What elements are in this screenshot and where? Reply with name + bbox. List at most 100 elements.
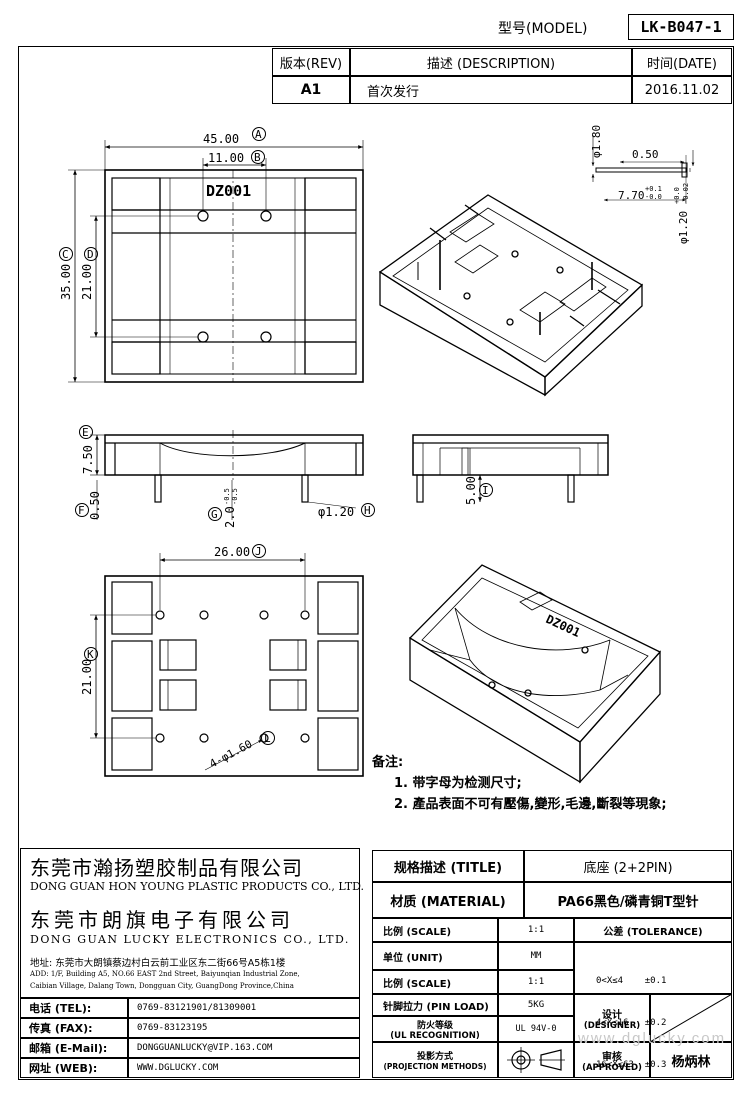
ul-cell: 防火等级 (UL RECOGNITION)	[372, 1016, 498, 1042]
scale2-value: 1:1	[498, 970, 574, 994]
ul-label: 防火等级	[416, 1020, 453, 1031]
dim-pin-770: 7.70	[618, 189, 645, 202]
side-view	[412, 434, 609, 503]
dim-21a: 21.00	[80, 264, 94, 300]
dim-pin-180: φ1.80	[590, 125, 603, 158]
ul-value: UL 94V-0	[498, 1016, 574, 1042]
company-address-en-2: Caibian Village, Dalang Town, Dongguan C…	[30, 982, 294, 990]
approved-label-en: (APPROVED)	[582, 1062, 642, 1073]
designer-strike	[650, 994, 732, 1043]
iso-view-bottom	[408, 564, 662, 784]
dim-500: 5.00	[464, 476, 478, 505]
email-value: DONGGUANLUCKY@VIP.163.COM	[128, 1038, 360, 1058]
dim-20-tol-top: -0.5	[223, 488, 231, 505]
company-name-1-en: DONG GUAN HON YOUNG PLASTIC PRODUCTS CO.…	[30, 880, 365, 893]
email-label: 邮箱 (E-Mail):	[20, 1038, 128, 1058]
approved-value: 杨炳林	[650, 1042, 732, 1078]
projection-label-en: (PROJECTION METHODS)	[383, 1062, 487, 1071]
projection-cell: 投影方式 (PROJECTION METHODS)	[372, 1042, 498, 1078]
tel-label: 电话 (TEL):	[20, 998, 128, 1018]
rev-label: 版本(REV)	[272, 48, 350, 76]
label-A	[252, 127, 266, 141]
drawing-frame	[18, 46, 734, 1080]
projection-symbol	[498, 1042, 574, 1078]
dim-160: 4-φ1.60	[207, 737, 254, 770]
material-label: 材质 (MATERIAL)	[372, 882, 524, 918]
company-address-en-1: ADD: 1/F, Building A5, NO.66 EAST 2nd St…	[30, 970, 300, 978]
label-C-text: C	[62, 248, 69, 261]
technical-drawing: DZ001 45.00 11.00 35.00 21.00 A B C D	[59, 125, 695, 784]
model-value-text: LK-B047-1	[640, 18, 722, 36]
watermark: www.dglucky.com	[578, 1030, 727, 1047]
projection-label: 投影方式	[416, 1052, 453, 1062]
material-value: PA66黑色/磷青铜T型针	[524, 882, 732, 918]
dim-20-tol-bot: -0.5	[231, 488, 239, 505]
dim-pin-770-tol-top: +0.1	[645, 185, 662, 193]
web-value: WWW.DGLUCKY.COM	[128, 1058, 360, 1078]
designer-value	[650, 994, 732, 1042]
dim-050: 0.50	[88, 491, 102, 520]
unit-label: 单位 (UNIT)	[372, 942, 498, 970]
dim-pin-120: φ1.20	[677, 211, 690, 244]
date-value: 2016.11.02	[632, 76, 732, 104]
tel-value: 0769-83121901/81309001	[128, 998, 360, 1018]
company-name-2-cn: 东莞市朗旗电子有限公司	[30, 908, 294, 932]
web-label: 网址 (WEB):	[20, 1058, 128, 1078]
pin-load-label: 针脚拉力 (PIN LOAD)	[372, 994, 498, 1016]
company-address-cn: 地址: 东莞市大朗镇蔡边村白云前工业区东二街66号A5栋1楼	[30, 958, 286, 969]
fax-value: 0769-83123195	[128, 1018, 360, 1038]
dim-11: 11.00	[208, 151, 244, 165]
label-B-text: B	[254, 151, 261, 164]
logo-text: DZ001	[206, 182, 251, 200]
designer-cell: 设计 (DESIGNER)	[574, 994, 650, 1042]
pin-detail	[591, 135, 695, 204]
model-value: LK-B047-1	[628, 14, 734, 40]
dim-pin-770-tol-bot: -0.0	[645, 193, 662, 201]
label-F-text: F	[78, 504, 85, 517]
top-view	[68, 140, 364, 383]
ul-label-en: (UL RECOGNITION)	[390, 1030, 480, 1041]
iso-view-top	[378, 194, 644, 397]
dim-26: 26.00	[214, 545, 250, 559]
scale-value: 1:1	[498, 918, 574, 942]
date-label: 时间(DATE)	[632, 48, 732, 76]
dim-120h: φ1.20	[318, 505, 354, 519]
tolerance-values: 0<X≤4 ±0.1 4<X≤16 ±0.2 16<X≤63 ±0.3	[596, 946, 666, 1100]
dim-20: 2.0	[223, 506, 237, 528]
approved-label: 审核	[602, 1051, 622, 1063]
label-D-text: D	[87, 248, 94, 261]
notes: 备注: 1. 带字母为检测尺寸; 2. 產品表面不可有壓傷,變形,毛邊,斷裂等現…	[372, 752, 667, 815]
unit-value: MM	[498, 942, 574, 970]
front-view	[90, 430, 364, 520]
label-I-text: I	[482, 484, 489, 497]
label-L-text: L	[264, 732, 271, 745]
fax-label: 传真 (FAX):	[20, 1018, 128, 1038]
dim-750: 7.50	[81, 445, 95, 474]
scale-label: 比例 (SCALE)	[372, 918, 498, 942]
dim-45: 45.00	[203, 132, 239, 146]
title-value: 底座 (2+2PIN)	[524, 850, 732, 882]
tol-2: 4<X≤16 ±0.2	[596, 1018, 667, 1028]
pin-load-value: 5KG	[498, 994, 574, 1016]
title-label: 规格描述 (TITLE)	[372, 850, 524, 882]
label-A-text: A	[255, 128, 262, 141]
tol-1: 0<X≤4 ±0.1	[596, 976, 667, 986]
scale2-label: 比例 (SCALE)	[372, 970, 498, 994]
designer-label-en: (DESIGNER)	[583, 1020, 641, 1031]
label-H-text: H	[364, 504, 371, 517]
tol-3: 16<X≤63 ±0.3	[596, 1060, 667, 1070]
label-E-text: E	[82, 426, 89, 439]
company-name-1-cn: 东莞市瀚扬塑胶制品有限公司	[30, 856, 303, 880]
dim-pin-120-tol-bot: -0.02	[682, 183, 690, 204]
dim-pin-050: 0.50	[632, 148, 659, 161]
tolerance-label: 公差 (TOLERANCE)	[574, 918, 732, 942]
bottom-view	[90, 553, 364, 777]
approved-cell: 审核 (APPROVED)	[574, 1042, 650, 1078]
model-label: 型号(MODEL)	[498, 21, 588, 37]
note-2: 2. 產品表面不可有壓傷,變形,毛邊,斷裂等現象;	[394, 797, 667, 812]
note-1: 1. 带字母为检测尺寸;	[394, 776, 522, 791]
dim-pin-120-tol-top: +0.0	[673, 187, 681, 204]
projection-icon	[507, 1047, 565, 1073]
dim-35: 35.00	[59, 264, 73, 300]
company-name-2-en: DONG GUAN LUCKY ELECTRONICS CO., LTD.	[30, 933, 350, 946]
